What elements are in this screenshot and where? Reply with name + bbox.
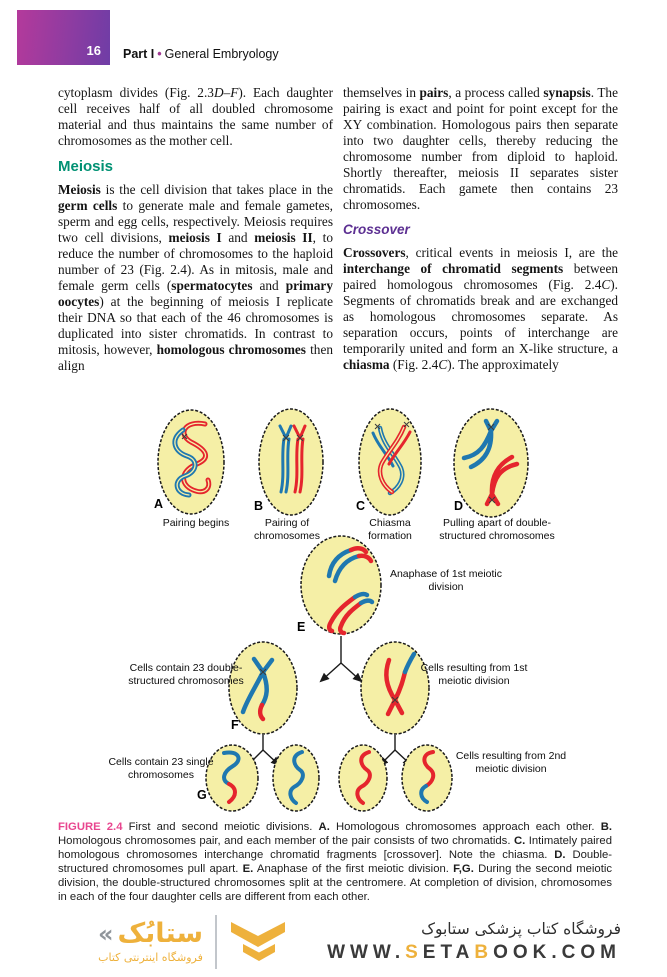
figure-2-4: A B C D E F G Pairing begins Pairing of … — [33, 400, 633, 815]
cell-g4-single-chromosome — [401, 744, 453, 812]
guillemet-icon: « — [98, 920, 114, 948]
panel-letter-f: F — [231, 718, 239, 732]
label-pairing-of-chromosomes: Pairing of chromosomes — [254, 517, 320, 542]
article-columns: cytoplasm divides (Fig. 2.3D–F). Each da… — [58, 85, 618, 374]
label-cells-from-1st: Cells resulting from 1st meiotic divisio… — [420, 662, 528, 687]
panel-letter-e: E — [297, 620, 306, 634]
part-title: General Embryology — [164, 47, 279, 61]
bookstore-footer: « ستابُک فروشگاه اینترنتی کتاب فروشگاه ک… — [0, 915, 667, 969]
cell-g3-single-chromosome — [338, 744, 388, 812]
left-paragraph-1: cytoplasm divides (Fig. 2.3D–F). Each da… — [58, 85, 333, 148]
cell-d-pulling-apart — [453, 408, 529, 518]
crossover-heading: Crossover — [343, 222, 410, 237]
page-number-box: 16 — [17, 10, 110, 65]
panel-letter-b: B — [254, 499, 264, 513]
label-anaphase-1st: Anaphase of 1st meiotic division — [389, 568, 503, 593]
setabook-logo: « ستابُک فروشگاه اینترنتی کتاب — [98, 915, 287, 969]
right-paragraph-2: Crossovers, critical events in meiosis I… — [343, 245, 618, 372]
right-column: themselves in pairs, a process called sy… — [343, 85, 618, 374]
page-header: 16 Part I•General Embryology — [0, 10, 667, 65]
cell-g1-single-chromosome — [205, 744, 259, 812]
store-text-block: فروشگاه کتاب پزشکی ستابوک WWW.SETABOOK.C… — [327, 920, 621, 964]
meiosis-heading: Meiosis — [58, 158, 114, 175]
store-title: فروشگاه کتاب پزشکی ستابوک — [421, 920, 621, 938]
book-page: { "theme": { "header_gradient_left": "#b… — [0, 10, 667, 977]
cell-b-paired-chromosomes — [258, 408, 324, 516]
panel-letter-d: D — [454, 499, 464, 513]
separator-dot: • — [157, 47, 162, 61]
logo-wordmark: ستابُک — [117, 917, 204, 949]
cell-g2-single-chromosome — [272, 744, 320, 812]
logo-subtitle: فروشگاه اینترنتی کتاب — [98, 951, 203, 965]
logo-divider — [215, 915, 218, 969]
label-cells-23-double: Cells contain 23 double-structured chrom… — [128, 662, 244, 687]
cell-a-pairing-begins — [157, 409, 225, 515]
meiosis-diagram — [157, 408, 529, 812]
panel-letter-a: A — [154, 497, 164, 511]
chevron-emblem-icon — [231, 922, 286, 961]
figure-caption: FIGURE 2.4 First and second meiotic divi… — [58, 821, 613, 903]
label-cells-23-single: Cells contain 23 single chromosomes — [108, 756, 214, 781]
running-head: Part I•General Embryology — [110, 47, 279, 65]
left-paragraph-2: Meiosis is the cell division that takes … — [58, 182, 333, 373]
panel-letter-g: G — [197, 788, 207, 802]
label-pairing-begins: Pairing begins — [162, 517, 230, 529]
label-cells-from-2nd: Cells resulting from 2nd meiotic divisio… — [455, 750, 567, 775]
right-paragraph-1: themselves in pairs, a process called sy… — [343, 85, 618, 212]
panel-letter-c: C — [356, 499, 366, 513]
left-column: cytoplasm divides (Fig. 2.3D–F). Each da… — [58, 85, 333, 374]
label-chiasma-formation: Chiasma formation — [368, 517, 412, 542]
page-number: 16 — [86, 43, 101, 58]
logo-wordmark-block: « ستابُک فروشگاه اینترنتی کتاب — [98, 917, 204, 965]
part-label: Part I — [123, 47, 155, 61]
label-pulling-apart: Pulling apart of double-structured chrom… — [439, 517, 555, 542]
cell-c-chiasma — [358, 408, 422, 516]
website-url[interactable]: WWW.SETABOOK.COM — [327, 942, 621, 963]
cell-f2-double-structured — [360, 641, 430, 735]
cell-f1-double-structured — [228, 641, 298, 735]
cell-e-anaphase-1 — [300, 535, 382, 636]
